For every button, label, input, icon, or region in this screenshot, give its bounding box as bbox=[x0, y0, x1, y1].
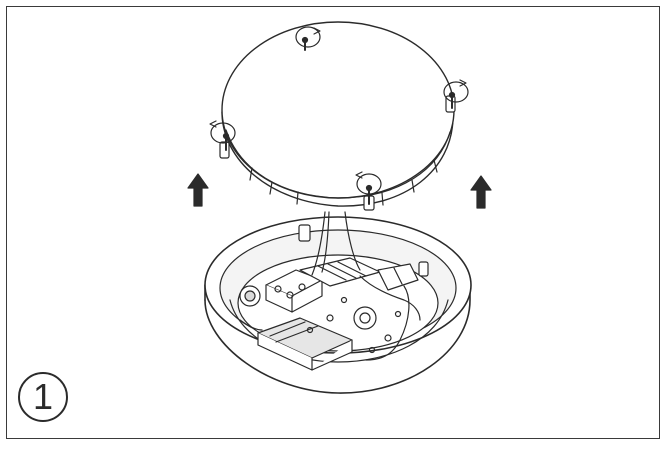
screw-front bbox=[355, 171, 382, 205]
screw-right bbox=[443, 79, 469, 109]
rotate-counterclockwise-icon bbox=[209, 120, 217, 128]
rotate-counterclockwise-icon bbox=[355, 171, 363, 179]
rotate-counterclockwise-icon bbox=[313, 27, 321, 35]
internal-components bbox=[239, 211, 421, 371]
step-number: 1 bbox=[32, 376, 54, 417]
screw-left bbox=[209, 120, 236, 151]
cover-diffuser bbox=[219, 21, 456, 211]
step-number-badge: 1 bbox=[18, 372, 68, 422]
arrow-up-icon bbox=[470, 175, 492, 209]
screw-top bbox=[295, 26, 321, 51]
rotate-counterclockwise-icon bbox=[459, 79, 467, 87]
arrow-up-icon bbox=[187, 173, 209, 207]
